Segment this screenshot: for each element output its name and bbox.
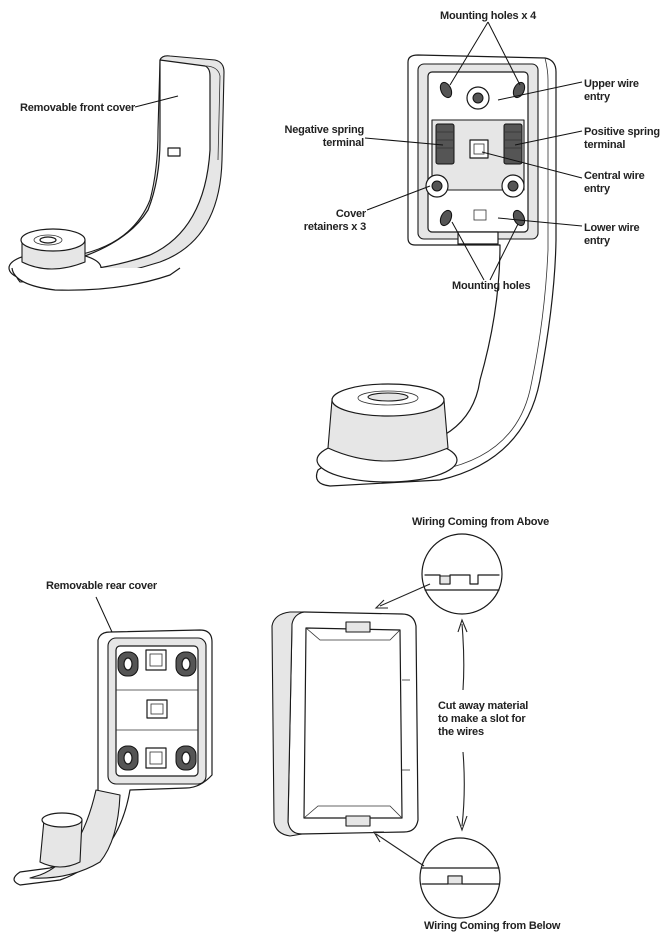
detail-circle-above <box>421 533 503 615</box>
label-line: entry <box>584 235 610 247</box>
label-text: Mounting holes <box>452 280 531 292</box>
label-removable-rear-cover: Removable rear cover <box>46 580 157 593</box>
label-mounting-holes-x4: Mounting holes x 4 <box>440 10 536 23</box>
label-removable-front-cover: Removable front cover <box>20 102 135 115</box>
label-text: Wiring Coming from Above <box>412 516 550 528</box>
label-cover-retainers-x3: Cover retainers x 3 <box>280 208 366 234</box>
label-line: retainers x 3 <box>303 221 366 233</box>
label-text: Wiring Coming from Below <box>424 920 561 932</box>
label-line: Cover <box>335 208 366 220</box>
label-line: Central wire <box>584 170 645 182</box>
bracket-front-cover-view <box>8 55 225 291</box>
label-text: Removable front cover <box>20 102 136 114</box>
label-line: the wires <box>438 726 484 738</box>
label-line: entry <box>584 91 610 103</box>
label-negative-spring-terminal: Negative spring terminal <box>268 124 364 150</box>
label-text: Removable rear cover <box>46 580 157 592</box>
bracket-rear-cover-view <box>13 629 213 886</box>
label-line: terminal <box>584 139 626 151</box>
label-lower-wire-entry: Lower wire entry <box>584 222 640 248</box>
label-text: Mounting holes x 4 <box>440 10 537 22</box>
arrows <box>373 583 468 867</box>
leader-lines <box>95 21 583 633</box>
label-wiring-from-above: Wiring Coming from Above <box>412 516 549 529</box>
label-line: Cut away material <box>438 700 529 712</box>
label-line: Positive spring <box>584 126 660 138</box>
label-cut-away-material: Cut away material to make a slot for the… <box>438 700 528 739</box>
label-positive-spring-terminal: Positive spring terminal <box>584 126 660 152</box>
cover-frame-view <box>271 611 419 837</box>
label-line: terminal <box>322 137 364 149</box>
label-line: Upper wire <box>584 78 639 90</box>
label-line: entry <box>584 183 610 195</box>
label-central-wire-entry: Central wire entry <box>584 170 645 196</box>
label-line: Negative spring <box>284 124 364 136</box>
label-upper-wire-entry: Upper wire entry <box>584 78 639 104</box>
label-line: Lower wire <box>584 222 640 234</box>
label-wiring-from-below: Wiring Coming from Below <box>424 920 560 933</box>
detail-circle-below <box>419 837 501 919</box>
label-mounting-holes: Mounting holes <box>452 280 531 293</box>
bracket-open-view <box>315 54 557 487</box>
label-line: to make a slot for <box>438 713 526 725</box>
